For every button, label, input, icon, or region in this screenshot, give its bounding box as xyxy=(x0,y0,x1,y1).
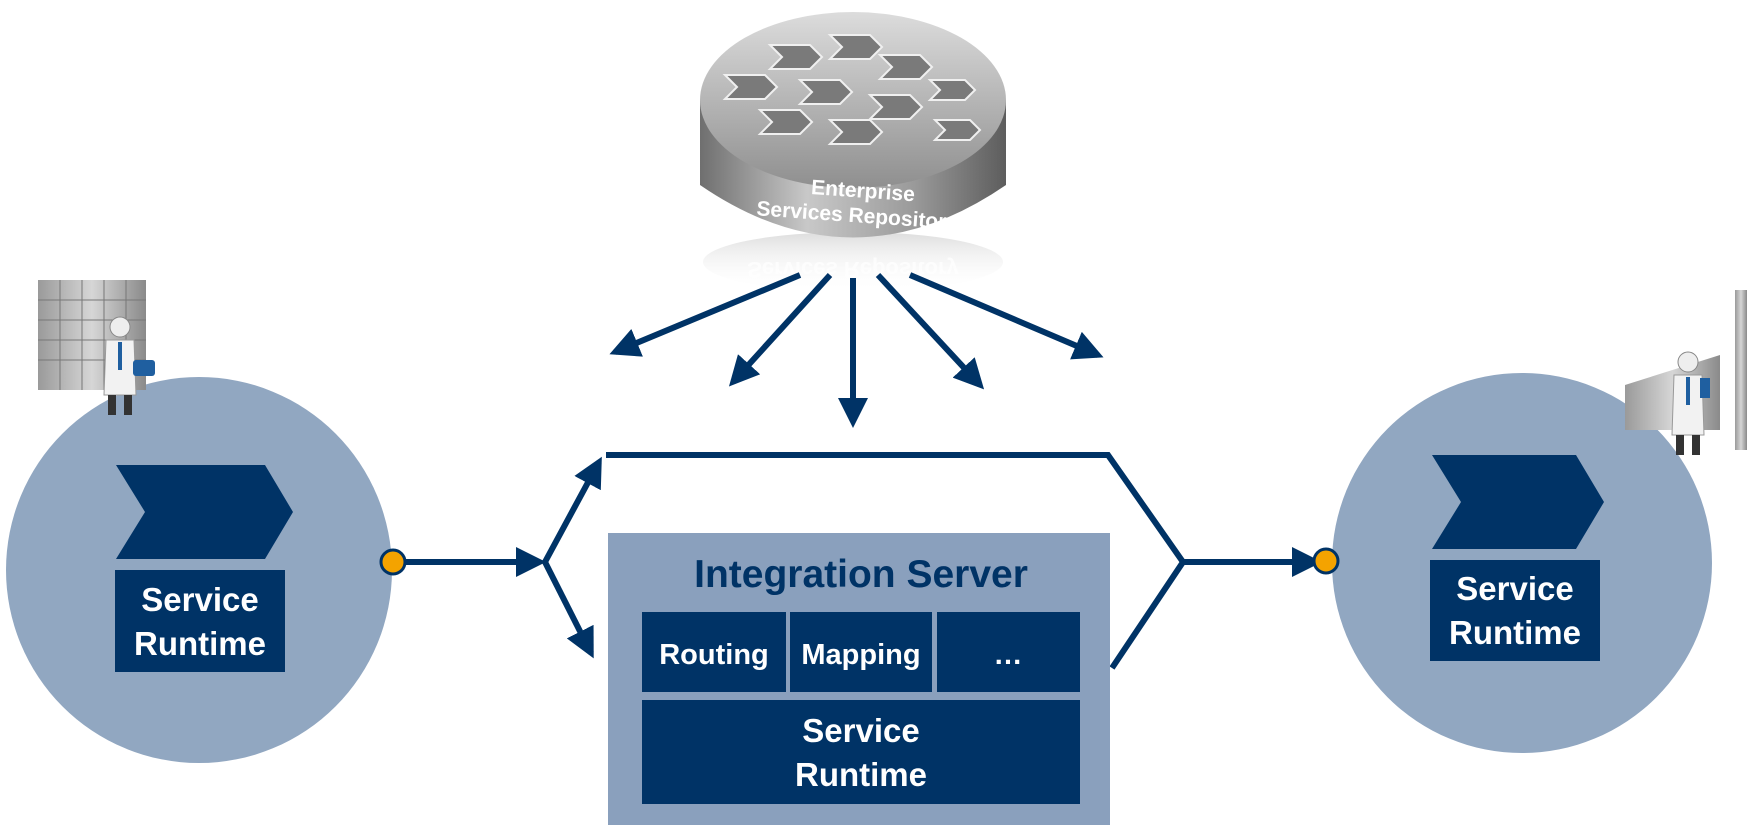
fork-lower-branch xyxy=(542,560,594,659)
fork-upper-branch xyxy=(542,456,602,564)
module-more-label: … xyxy=(994,639,1023,671)
integration-server-title: Integration Server xyxy=(694,553,1028,596)
repository-disc-top xyxy=(700,12,1006,188)
chevron-pattern-icon xyxy=(722,34,982,145)
left-connector-dot[interactable] xyxy=(379,548,407,576)
right-service-runtime-box xyxy=(1430,560,1600,661)
server-runtime-line1: Service xyxy=(802,712,919,749)
repo-arrow-1 xyxy=(609,272,802,357)
repo-arrow-2 xyxy=(728,272,833,387)
module-mapping-label: Mapping xyxy=(801,639,920,671)
building-with-person-icon xyxy=(38,280,155,415)
left-system[interactable]: Service Runtime xyxy=(6,280,392,763)
right-runtime-line1: Service xyxy=(1456,570,1573,607)
factory-with-person-icon xyxy=(1625,290,1747,455)
server-service-runtime-box xyxy=(642,700,1080,804)
right-connector-dot[interactable] xyxy=(1312,547,1340,575)
repo-arrow-4 xyxy=(875,272,985,390)
module-more[interactable]: … xyxy=(937,612,1080,692)
module-routing[interactable]: Routing xyxy=(642,612,786,692)
repo-arrow-5 xyxy=(908,272,1104,360)
enterprise-services-repository[interactable]: Services Repository Enterprise Services … xyxy=(700,12,1006,292)
left-runtime-line2: Runtime xyxy=(134,625,266,662)
repository-arrows xyxy=(609,272,1104,428)
module-mapping[interactable]: Mapping xyxy=(790,612,932,692)
server-runtime-line2: Runtime xyxy=(795,756,927,793)
message-flow xyxy=(400,452,1322,670)
right-process-chevron-icon xyxy=(1432,455,1604,549)
integration-server[interactable]: Integration Server Routing Mapping … Ser… xyxy=(608,533,1110,825)
right-runtime-line2: Runtime xyxy=(1449,614,1581,651)
module-routing-label: Routing xyxy=(659,639,769,671)
left-runtime-line1: Service xyxy=(141,581,258,618)
left-process-chevron-icon xyxy=(116,465,293,559)
right-system[interactable]: Service Runtime xyxy=(1332,290,1747,753)
bypass-path xyxy=(606,452,1187,670)
left-service-runtime-box xyxy=(115,570,285,672)
